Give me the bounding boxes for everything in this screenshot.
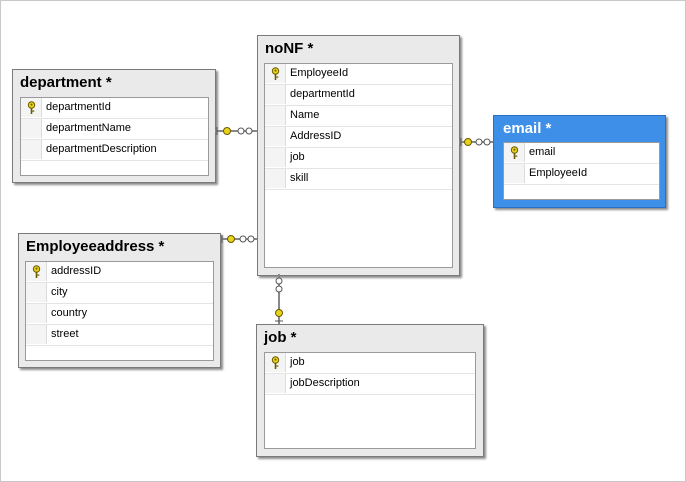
row-selector[interactable] <box>265 106 286 125</box>
column-name: addressID <box>51 265 102 277</box>
table-title: Employeeaddress * <box>26 238 165 255</box>
row-selector[interactable] <box>21 119 42 138</box>
column-row[interactable]: job <box>265 148 452 169</box>
row-selector[interactable] <box>265 148 286 167</box>
table-title: department * <box>20 74 112 91</box>
row-selector[interactable] <box>26 304 47 323</box>
row-selector[interactable] <box>26 325 47 344</box>
key-icon <box>27 101 36 114</box>
column-row[interactable]: departmentName <box>21 119 208 140</box>
column-row[interactable]: EmployeeId <box>504 164 659 185</box>
column-grid: email EmployeeId <box>503 142 660 200</box>
column-row[interactable]: skill <box>265 169 452 190</box>
column-row[interactable]: departmentId <box>265 85 452 106</box>
key-icon <box>271 67 280 80</box>
column-row[interactable]: departmentId <box>21 98 208 119</box>
column-name: email <box>529 146 556 158</box>
table-nonf[interactable]: noNF * EmployeeId departmentId Name Addr… <box>257 35 460 276</box>
column-name: job <box>290 356 305 368</box>
column-grid: job jobDescription <box>264 352 476 449</box>
relationship-line-job[interactable] <box>275 274 283 324</box>
column-row[interactable]: city <box>26 283 213 304</box>
key-icon <box>510 146 519 159</box>
table-employeeaddress[interactable]: Employeeaddress * addressID city country… <box>18 233 221 368</box>
column-row[interactable]: street <box>26 325 213 346</box>
column-name: EmployeeId <box>529 167 588 179</box>
column-name: job <box>290 151 305 163</box>
table-title: email * <box>503 120 552 137</box>
table-title: job * <box>264 329 297 346</box>
column-name: EmployeeId <box>290 67 349 79</box>
column-name: departmentId <box>290 88 355 100</box>
column-row[interactable]: country <box>26 304 213 325</box>
table-department[interactable]: department * departmentId departmentName… <box>12 69 216 183</box>
column-name: AddressID <box>290 130 342 142</box>
row-selector[interactable] <box>26 283 47 302</box>
column-grid: EmployeeId departmentId Name AddressID j… <box>264 63 453 268</box>
column-row[interactable]: AddressID <box>265 127 452 148</box>
table-job[interactable]: job * job jobDescription <box>256 324 484 457</box>
column-name: city <box>51 286 68 298</box>
column-row[interactable]: departmentDescription <box>21 140 208 161</box>
row-selector[interactable] <box>265 374 286 393</box>
row-selector[interactable] <box>504 164 525 183</box>
relationship-line-employeeaddress[interactable] <box>220 235 257 243</box>
column-name: skill <box>290 172 309 184</box>
table-email[interactable]: email * email EmployeeId <box>493 115 666 208</box>
key-icon <box>271 356 280 369</box>
column-row[interactable]: jobDescription <box>265 374 475 395</box>
row-selector[interactable] <box>265 169 286 188</box>
table-title: noNF * <box>265 40 314 57</box>
key-icon <box>32 265 41 278</box>
column-name: jobDescription <box>290 377 360 389</box>
relationship-line-department[interactable] <box>215 127 257 135</box>
column-row[interactable]: EmployeeId <box>265 64 452 85</box>
column-grid: departmentId departmentName departmentDe… <box>20 97 209 176</box>
column-row[interactable]: job <box>265 353 475 374</box>
row-selector[interactable] <box>265 85 286 104</box>
column-row[interactable]: email <box>504 143 659 164</box>
column-name: country <box>51 307 88 319</box>
column-name: street <box>51 328 79 340</box>
column-name: departmentName <box>46 122 131 134</box>
column-row[interactable]: Name <box>265 106 452 127</box>
column-row[interactable]: addressID <box>26 262 213 283</box>
column-name: Name <box>290 109 320 121</box>
row-selector[interactable] <box>265 127 286 146</box>
row-selector[interactable] <box>21 140 42 159</box>
column-name: departmentId <box>46 101 111 113</box>
relationship-line-email[interactable] <box>459 138 493 146</box>
column-grid: addressID city country street <box>25 261 214 361</box>
column-name: departmentDescription <box>46 143 157 155</box>
